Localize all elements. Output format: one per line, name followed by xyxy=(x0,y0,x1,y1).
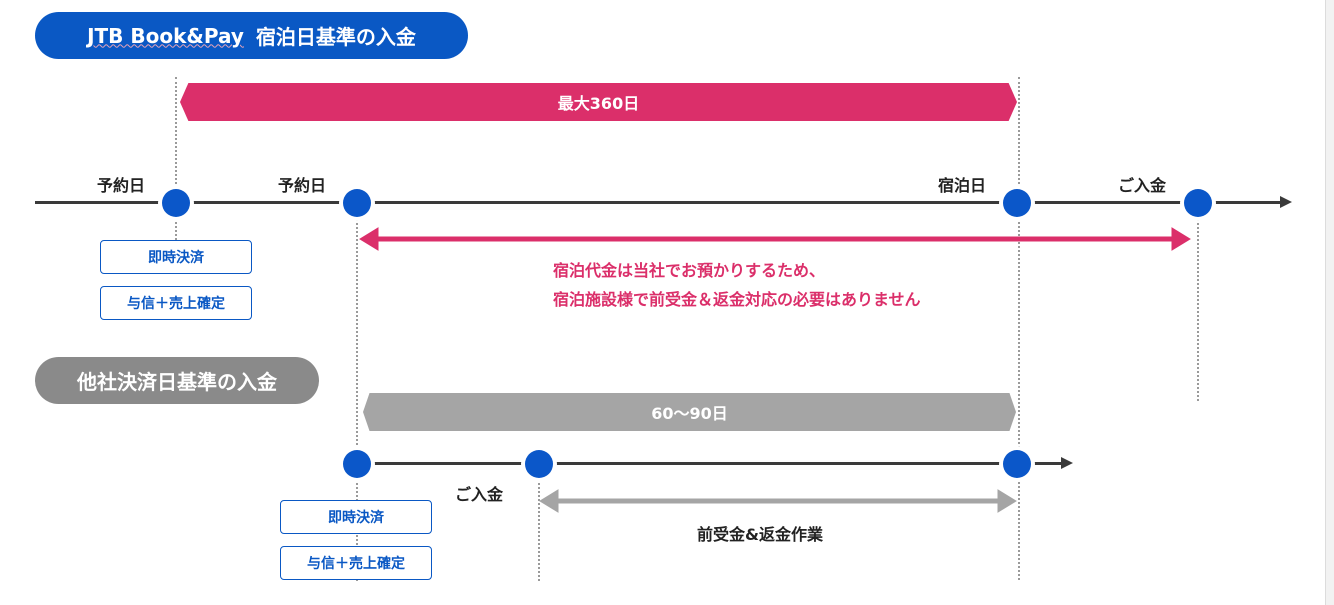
auth-capture-tag-bottom: 与信＋売上確定 xyxy=(280,546,432,580)
timeline-node-reservation-1 xyxy=(162,189,190,217)
label-deposit: ご入金 xyxy=(1118,176,1167,195)
guide-line-deposit-top xyxy=(1197,203,1199,401)
top-timeline-axis xyxy=(35,201,1281,204)
guide-line-stay-top xyxy=(1018,77,1020,580)
guide-line-deposit-bottom xyxy=(538,463,540,581)
instant-payment-tag-top: 即時決済 xyxy=(100,240,252,274)
label-reservation-date-2: 予約日 xyxy=(278,176,327,195)
timeline-node-stay xyxy=(1003,189,1031,217)
days-range-banner: 60〜90日 xyxy=(363,393,1016,431)
bottom-timeline-arrowhead xyxy=(1061,457,1073,469)
bottom-node-deposit xyxy=(525,450,553,478)
scrollbar-track[interactable] xyxy=(1325,0,1334,605)
brand-name: JTB Book&Pay xyxy=(87,23,244,48)
label-stay-date: 宿泊日 xyxy=(938,176,987,195)
top-timeline-arrowhead xyxy=(1280,196,1292,208)
instant-payment-tag-bottom: 即時決済 xyxy=(280,500,432,534)
max-days-banner: 最大360日 xyxy=(180,83,1017,121)
label-bottom-deposit: ご入金 xyxy=(455,485,504,504)
pink-double-arrow xyxy=(359,227,1191,251)
custody-note: 宿泊代金は当社でお預かりするため、 宿泊施設様で前受金＆返金対応の必要はありませ… xyxy=(553,256,921,314)
other-company-section-header: 他社決済日基準の入金 xyxy=(35,357,319,404)
label-reservation-date-1: 予約日 xyxy=(97,176,146,195)
auth-capture-tag-top: 与信＋売上確定 xyxy=(100,286,252,320)
guide-line-reservation-1 xyxy=(175,77,177,240)
bottom-node-stay xyxy=(1003,450,1031,478)
bottom-node-reservation xyxy=(343,450,371,478)
guide-line-reservation-2 xyxy=(356,203,358,581)
gray-double-arrow xyxy=(539,489,1017,513)
advance-refund-work-label: 前受金&返金作業 xyxy=(697,525,823,544)
custody-note-line-1: 宿泊代金は当社でお預かりするため、 xyxy=(553,261,826,280)
timeline-node-reservation-2 xyxy=(343,189,371,217)
timeline-node-deposit xyxy=(1184,189,1212,217)
custody-note-line-2: 宿泊施設様で前受金＆返金対応の必要はありません xyxy=(553,290,921,309)
jtb-section-header: JTB Book&Pay 宿泊日基準の入金 xyxy=(35,12,468,59)
section-title: 宿泊日基準の入金 xyxy=(255,25,416,49)
bottom-timeline-axis xyxy=(356,462,1062,465)
